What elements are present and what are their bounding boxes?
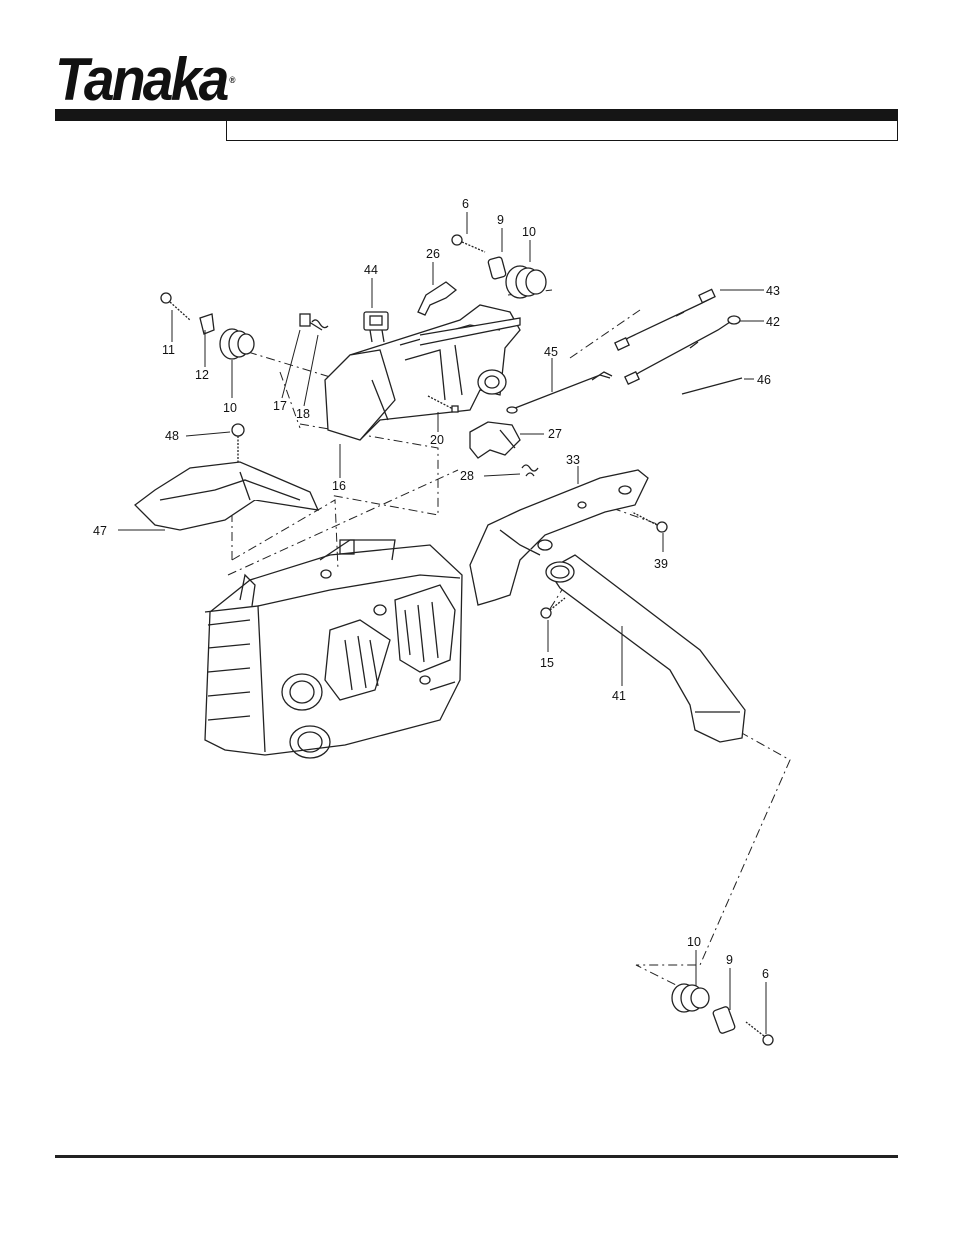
footer-rule — [55, 1155, 898, 1158]
damper-top — [505, 265, 547, 299]
label-part-45: 45 — [544, 345, 558, 359]
ignition-wires — [614, 288, 741, 386]
label-part-27: 27 — [548, 427, 562, 441]
bolt-20 — [427, 395, 459, 413]
label-part-48: 48 — [165, 429, 179, 443]
label-part-11: 11 — [162, 343, 175, 357]
engine-crankcase — [204, 539, 463, 759]
bolt-15 — [540, 597, 566, 619]
throttle-trigger — [469, 421, 521, 459]
collar-12 — [199, 313, 215, 335]
bolt-39 — [631, 511, 668, 533]
handle-bar — [545, 554, 746, 743]
damper-left — [219, 328, 255, 360]
label-part-18: 18 — [296, 407, 310, 421]
bolt-6-top — [451, 234, 486, 253]
label-part-12: 12 — [195, 368, 209, 382]
label-part-47: 47 — [93, 524, 107, 538]
label-part-46: 46 — [757, 373, 771, 387]
label-part-17: 17 — [273, 399, 287, 413]
handle-bracket — [469, 469, 649, 606]
label-part-20: 20 — [430, 433, 444, 447]
nut-17 — [299, 313, 311, 327]
label-part-6-bottom: 6 — [762, 967, 769, 981]
label-part-28: 28 — [460, 469, 474, 483]
spring — [521, 464, 539, 477]
label-part-26: 26 — [426, 247, 440, 261]
under-cover — [134, 461, 320, 531]
header-rule — [55, 109, 898, 121]
label-part-9-top: 9 — [497, 213, 504, 227]
pin-46 — [681, 377, 743, 395]
bolt-48 — [231, 423, 245, 462]
tanaka-logo: Tanaka® — [55, 46, 236, 113]
label-part-10-bottom: 10 — [687, 935, 701, 949]
label-part-6-top: 6 — [462, 197, 469, 211]
label-part-15: 15 — [540, 656, 554, 670]
switch — [363, 311, 389, 343]
label-part-9-bottom: 9 — [726, 953, 733, 967]
collar-top — [487, 256, 507, 280]
throttle-rod — [506, 371, 613, 414]
label-part-10-left: 10 — [223, 401, 237, 415]
label-part-10-top: 10 — [522, 225, 536, 239]
title-box — [226, 121, 898, 141]
label-part-44: 44 — [364, 263, 378, 277]
collar-bottom — [712, 1006, 736, 1034]
damper-bottom — [671, 983, 710, 1013]
label-part-41: 41 — [612, 689, 626, 703]
label-part-16: 16 — [332, 479, 346, 493]
label-part-33: 33 — [566, 453, 580, 467]
rear-handle-assembly — [324, 304, 521, 441]
label-part-43: 43 — [766, 284, 780, 298]
bolt-6-bottom — [745, 1021, 774, 1046]
lever — [417, 281, 458, 316]
bolt-11 — [160, 292, 191, 321]
label-part-42: 42 — [766, 315, 780, 329]
label-part-39: 39 — [654, 557, 668, 571]
